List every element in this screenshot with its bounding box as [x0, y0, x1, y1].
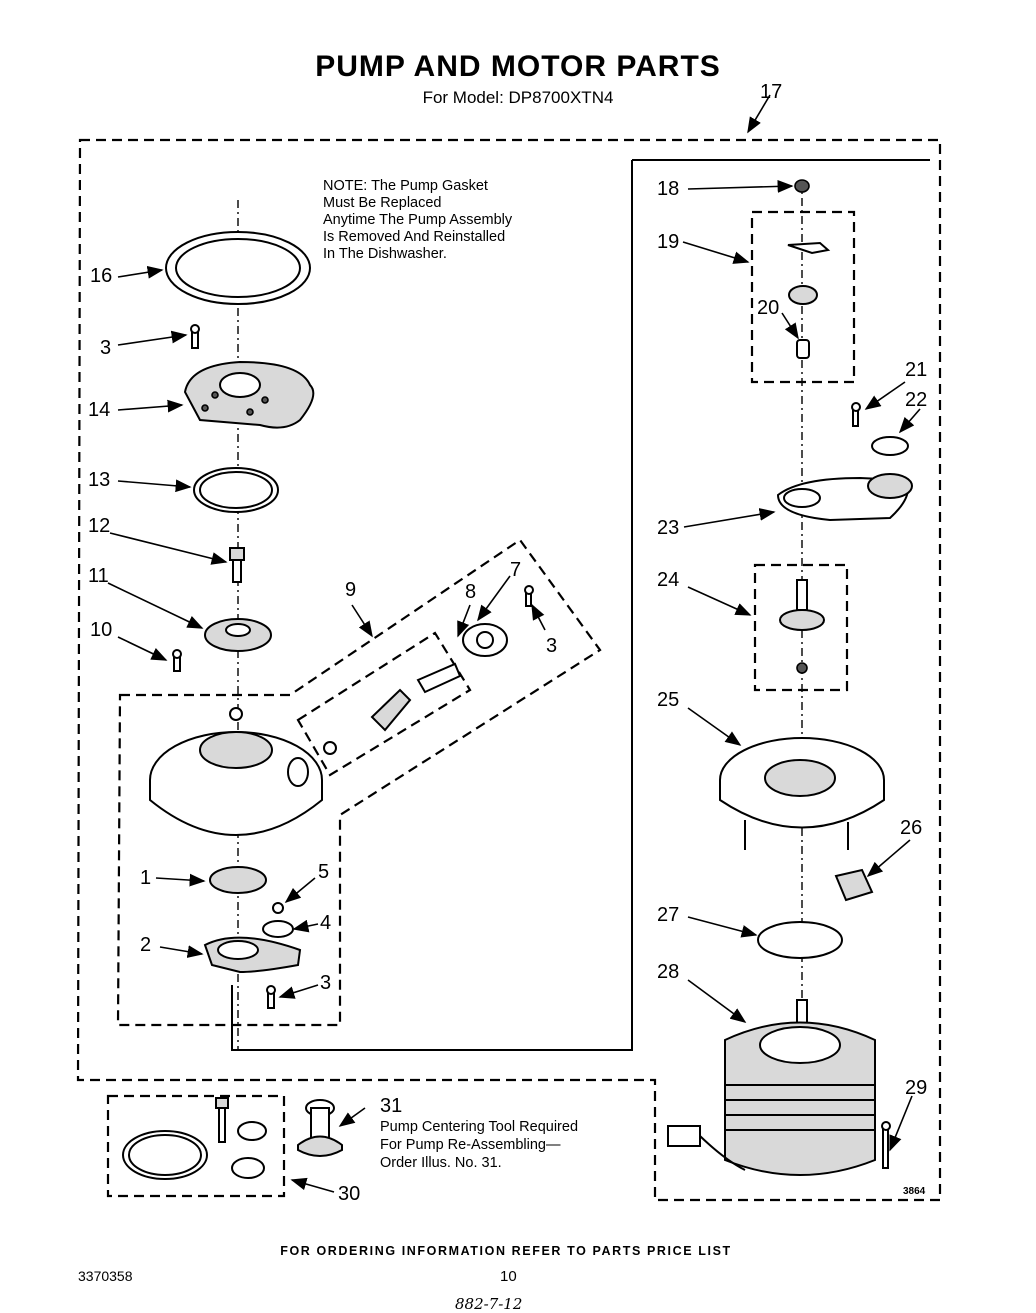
- screw-part-29: [881, 1121, 891, 1169]
- check-valve-part-8: [323, 662, 462, 755]
- pump-base-part-2: [203, 936, 302, 974]
- impeller-bolt-part-12: [229, 547, 245, 583]
- bracket-part-26: [834, 868, 874, 902]
- centering-tool-part-31: [297, 1099, 343, 1157]
- tool-note-line: Pump Centering Tool Required: [380, 1119, 579, 1135]
- group-box-19: [750, 210, 856, 384]
- pump-housing: [149, 707, 323, 836]
- seal-part-4: [262, 920, 294, 938]
- callout-4: 4: [320, 912, 332, 934]
- disc-part-27: [757, 921, 843, 959]
- motor-column-frame: [231, 160, 633, 1051]
- ball-part-5: [272, 902, 284, 914]
- callout-20: 20: [757, 297, 780, 319]
- tool-note-line: Order Illus. No. 31.: [380, 1155, 502, 1171]
- pump-cover-part-14: [183, 360, 315, 429]
- centering-tool-note: Pump Centering Tool Required For Pump Re…: [380, 1118, 578, 1172]
- callout-9: 9: [345, 579, 357, 601]
- callout-3: 3: [546, 635, 558, 657]
- motor-part-28: [667, 999, 876, 1176]
- callout-2: 2: [140, 934, 152, 956]
- leader-arrows: [107, 94, 921, 1193]
- callout-17: 17: [760, 81, 783, 103]
- valve-cover-part-7: [462, 623, 508, 657]
- callout-31: 31: [380, 1095, 403, 1117]
- callout-13: 13: [88, 469, 111, 491]
- valve-group-box: [296, 631, 472, 777]
- model-subtitle: For Model: DP8700XTN4: [422, 88, 614, 107]
- group-box-24: [753, 563, 849, 692]
- document-number: 3370358: [78, 1268, 133, 1284]
- callout-25: 25: [657, 689, 680, 711]
- page-title: PUMP AND MOTOR PARTS: [315, 50, 721, 83]
- callout-3: 3: [100, 337, 112, 359]
- callout-24: 24: [657, 569, 680, 591]
- filter-screen-part-1: [209, 866, 267, 894]
- bushing-part-20: [796, 339, 810, 359]
- callout-19: 19: [657, 231, 680, 253]
- callout-7: 7: [510, 559, 522, 581]
- pump-gasket-note: NOTE: The Pump Gasket Must Be Replaced A…: [323, 178, 583, 263]
- note-line: Anytime The Pump Assembly: [323, 212, 513, 228]
- callout-3: 3: [320, 972, 332, 994]
- group-box-30: [106, 1094, 286, 1198]
- page-number: 10: [500, 1268, 517, 1285]
- pump-gasket-part-16: [165, 231, 311, 305]
- shaft-seal-part-24: [779, 579, 825, 674]
- spring-clip-part-19: [787, 241, 831, 305]
- screw-part-3b: [524, 585, 534, 607]
- motor-mount-part-25: [719, 737, 885, 850]
- callout-28: 28: [657, 961, 680, 983]
- ordering-info: FOR ORDERING INFORMATION REFER TO PARTS …: [280, 1244, 732, 1258]
- note-line: NOTE: The Pump Gasket: [323, 178, 488, 194]
- seal-part-22: [871, 436, 909, 456]
- callout-23: 23: [657, 517, 680, 539]
- note-line: Is Removed And Reinstalled: [323, 229, 506, 245]
- note-line: In The Dishwasher.: [323, 246, 447, 262]
- pump-housing-group-box: [116, 538, 602, 1027]
- callout-8: 8: [465, 581, 477, 603]
- callout-30: 30: [338, 1183, 361, 1205]
- callout-10: 10: [90, 619, 113, 641]
- screw-part-21: [851, 402, 861, 427]
- callout-5: 5: [318, 861, 330, 883]
- tool-note-line: For Pump Re-Assembling—: [380, 1137, 561, 1153]
- cap-part-18: [794, 179, 810, 193]
- kit-parts-30: [122, 1097, 267, 1180]
- callout-26: 26: [900, 817, 923, 839]
- assembly-boundary-17: [76, 138, 942, 1202]
- handwritten-mark: 882-7-12: [455, 1295, 523, 1313]
- impeller-part-11: [204, 618, 272, 652]
- note-line: Must Be Replaced: [323, 195, 442, 211]
- screw-part-10: [172, 649, 182, 672]
- screw-part-3c: [266, 985, 276, 1009]
- callout-12: 12: [88, 515, 111, 537]
- callout-29: 29: [905, 1077, 928, 1099]
- callout-18: 18: [657, 178, 680, 200]
- callout-27: 27: [657, 904, 680, 926]
- screw-part-3a: [190, 324, 200, 349]
- callout-22: 22: [905, 389, 928, 411]
- callout-21: 21: [905, 359, 928, 381]
- callout-1: 1: [140, 867, 152, 889]
- callout-14: 14: [88, 399, 111, 421]
- callout-16: 16: [90, 265, 113, 287]
- callout-11: 11: [88, 565, 109, 587]
- figure-code: 3864: [903, 1186, 926, 1197]
- plate-part-23: [776, 473, 913, 522]
